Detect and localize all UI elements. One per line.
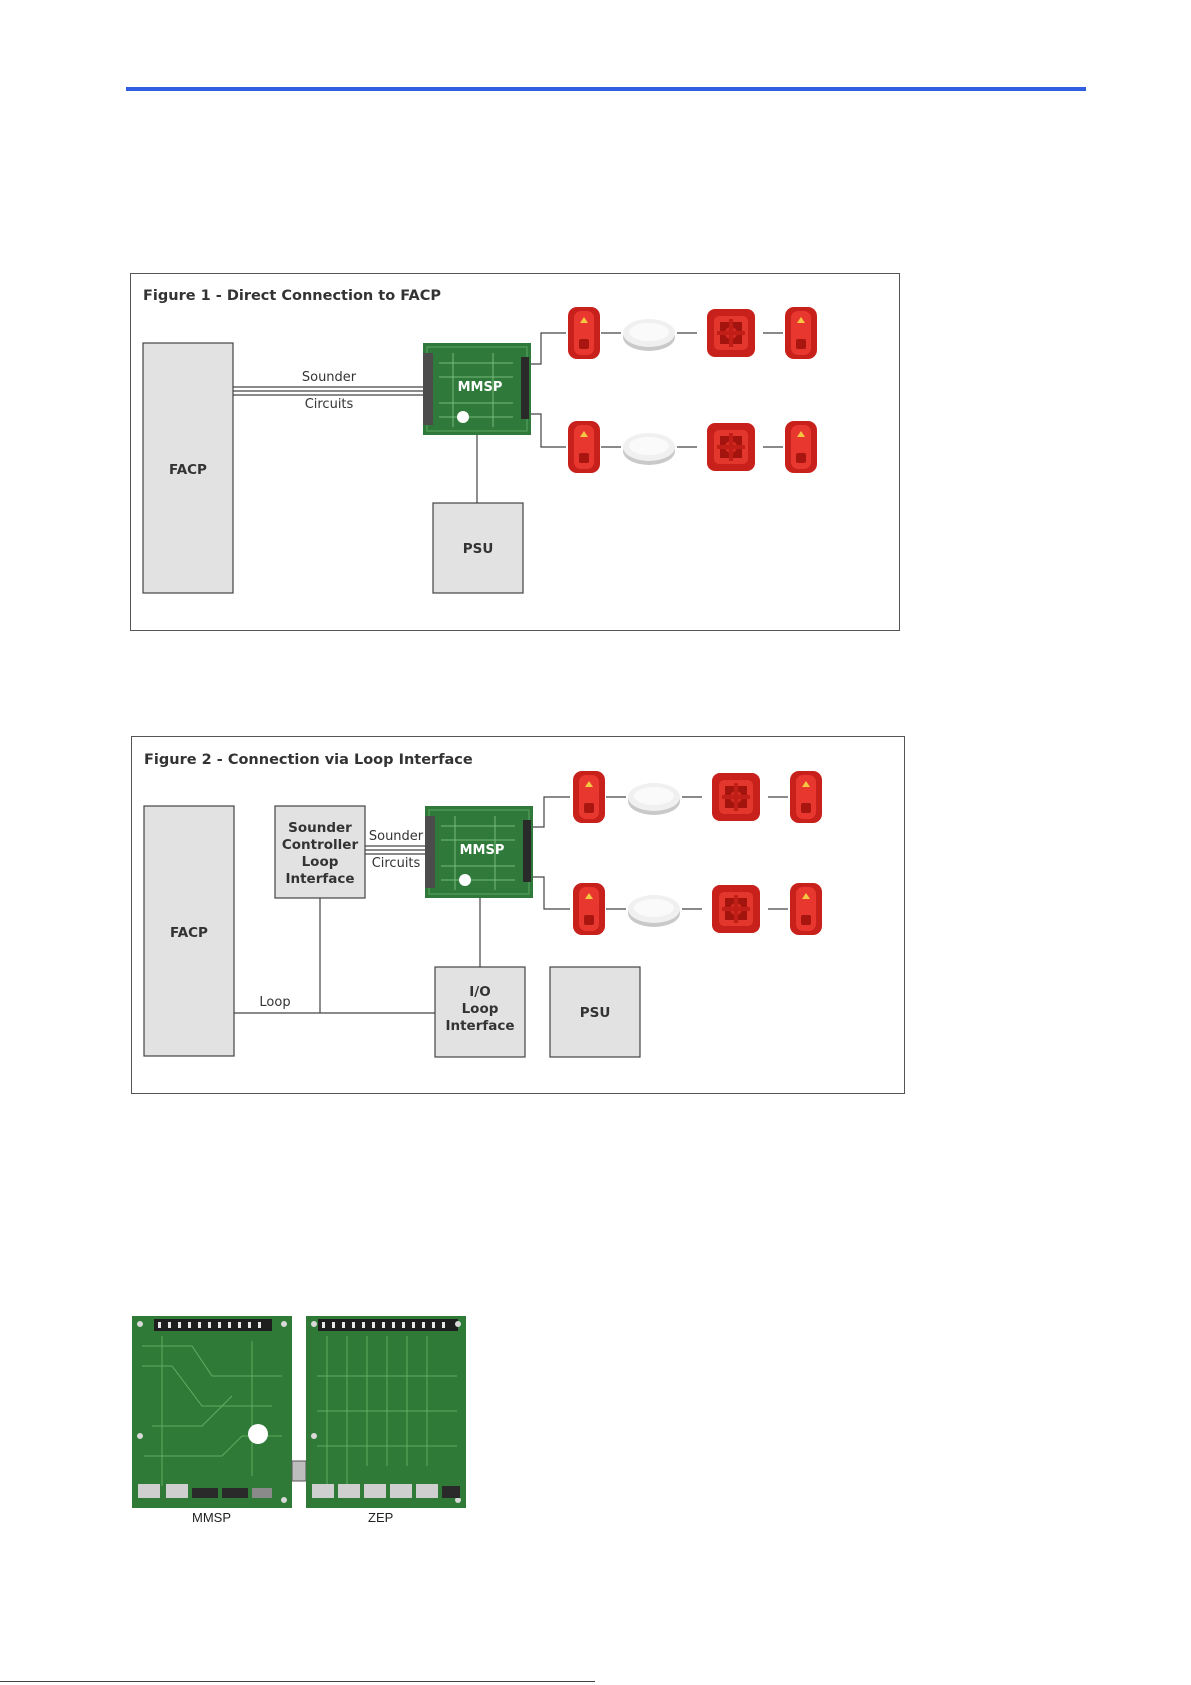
- mmsp-label: MMSP: [458, 380, 503, 395]
- header-accent-bar: [126, 87, 1086, 91]
- mmsp-board-photo: [132, 1316, 292, 1508]
- figure-2-title: Figure 2 - Connection via Loop Interface: [144, 752, 473, 768]
- wall-sounder-icon: [790, 771, 822, 823]
- square-sounder-icon: [712, 773, 760, 821]
- wall-sounder-icon: [568, 421, 600, 473]
- io-label-2: Loop: [462, 1001, 499, 1017]
- sounder-controller-label-1: Sounder: [288, 820, 352, 836]
- base-sounder-icon: [628, 895, 680, 927]
- board-connector: [292, 1461, 306, 1481]
- wall-sounder-icon: [785, 421, 817, 473]
- base-sounder-icon: [628, 783, 680, 815]
- psu-label: PSU: [580, 1005, 611, 1021]
- base-sounder-icon: [623, 433, 675, 465]
- base-sounder-icon: [623, 319, 675, 351]
- wall-sounder-icon: [790, 883, 822, 935]
- sounder-wire-label: Sounder: [369, 829, 424, 844]
- facp-label: FACP: [169, 462, 207, 478]
- footer-rule: [0, 1681, 595, 1682]
- io-label-1: I/O: [469, 984, 490, 1000]
- facp-label: FACP: [170, 925, 208, 941]
- figure-2-loop-interface: Figure 2 - Connection via Loop Interface…: [131, 736, 905, 1094]
- circuits-wire-label: Circuits: [372, 856, 421, 871]
- psu-label: PSU: [463, 541, 494, 557]
- square-sounder-icon: [707, 309, 755, 357]
- board-photos: MMSP ZEP: [132, 1316, 472, 1526]
- io-label-3: Interface: [445, 1018, 514, 1034]
- sounder-wire-label: Sounder: [302, 370, 357, 385]
- zep-caption: ZEP: [368, 1510, 393, 1525]
- loop-wire-label: Loop: [259, 995, 290, 1010]
- square-sounder-icon: [707, 423, 755, 471]
- wall-sounder-icon: [568, 307, 600, 359]
- mmsp-label: MMSP: [460, 843, 505, 858]
- wall-sounder-icon: [785, 307, 817, 359]
- square-sounder-icon: [712, 885, 760, 933]
- circuits-wire-label: Circuits: [305, 397, 354, 412]
- zep-board-photo: [306, 1316, 466, 1508]
- sounder-controller-label-2: Controller: [282, 837, 359, 853]
- wall-sounder-icon: [573, 883, 605, 935]
- sounder-controller-label-4: Interface: [285, 871, 354, 887]
- figure-1-title: Figure 1 - Direct Connection to FACP: [143, 288, 441, 304]
- figure-1-direct-connection: Figure 1 - Direct Connection to FACP FAC…: [130, 273, 900, 631]
- wall-sounder-icon: [573, 771, 605, 823]
- mmsp-caption: MMSP: [192, 1510, 231, 1525]
- sounder-controller-label-3: Loop: [302, 854, 339, 870]
